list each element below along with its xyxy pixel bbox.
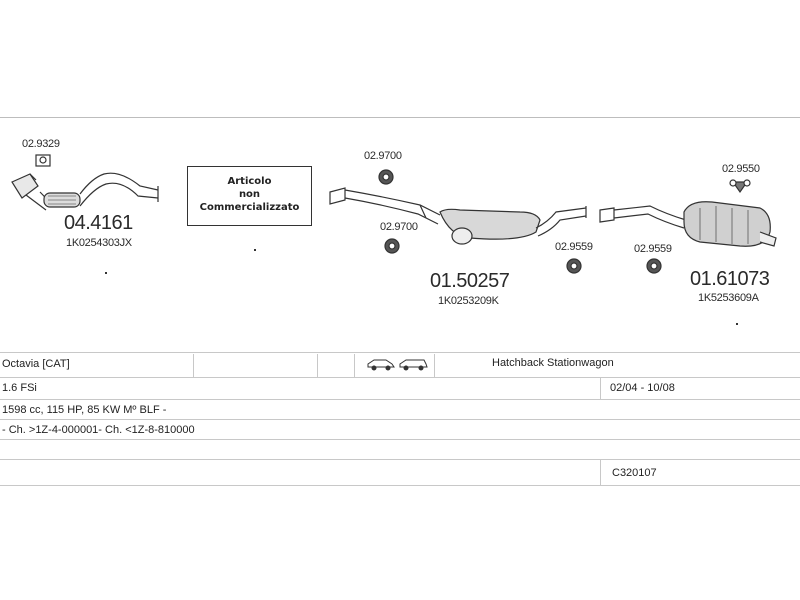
exhaust-drawing [11, 154, 777, 274]
exhaust-diagram: 02.9329 04.4161 1K0254303JX Articolo non… [11, 138, 777, 325]
body-types: Hatchback Stationwagon [492, 357, 614, 369]
production-period: 02/04 - 10/08 [610, 382, 675, 394]
not-sold-notice: Articolo non Commercializzato [187, 166, 312, 226]
rear-silencer [599, 201, 777, 247]
middle-silencer [329, 187, 587, 245]
table-row: 1598 cc, 115 HP, 85 KW Mº BLF - [0, 400, 800, 420]
part-code-clamp-b: 02.9559 [555, 241, 593, 253]
chassis-range: - Ch. >1Z-4-000001- Ch. <1Z-8-810000 [2, 424, 195, 436]
hanger-icon [378, 169, 394, 185]
part-code-hanger-top: 02.9700 [364, 150, 402, 162]
top-border [0, 117, 800, 118]
marker-dot [736, 323, 738, 325]
hanger-icon [384, 238, 400, 254]
clamp-icon [35, 154, 51, 167]
table-row: Octavia [CAT] Hatchback Stationwagon [0, 354, 800, 378]
hatchback-wagon-icon [367, 359, 428, 371]
marker-dot [254, 249, 256, 251]
table-row: C320107 [0, 460, 800, 486]
clamp-icon [646, 258, 662, 274]
part-code-clamp-c: 02.9559 [634, 243, 672, 255]
part-ref-middle-silencer: 1K0253209K [438, 295, 499, 307]
part-ref-rear-silencer: 1K5253609A [698, 292, 759, 304]
marker-dot [105, 272, 107, 274]
part-code-middle-silencer: 01.50257 [430, 270, 510, 292]
table-row: 1.6 FSi 02/04 - 10/08 [0, 378, 800, 400]
part-code-hanger-mid: 02.9700 [380, 221, 418, 233]
part-code-clamp: 02.9329 [22, 138, 60, 150]
table-row: - Ch. >1Z-4-000001- Ch. <1Z-8-810000 [0, 420, 800, 440]
clamp-icon [566, 258, 582, 274]
part-ref-cat-pipe: 1K0254303JX [66, 237, 132, 249]
vehicle-model: Octavia [CAT] [2, 358, 70, 370]
part-code-rear-silencer: 01.61073 [690, 268, 770, 290]
car-body-icons [366, 354, 430, 377]
catalog-number: C320107 [612, 467, 657, 479]
part-code-cat-pipe: 04.4161 [64, 212, 133, 234]
engine: 1.6 FSi [2, 382, 37, 394]
table-top-border [0, 352, 800, 353]
part-code-hanger-rear: 02.9550 [722, 163, 760, 175]
hanger-icon [729, 179, 751, 194]
engine-specs: 1598 cc, 115 HP, 85 KW Mº BLF - [2, 404, 167, 416]
catalytic-front-pipe [11, 172, 159, 211]
table-row [0, 440, 800, 460]
